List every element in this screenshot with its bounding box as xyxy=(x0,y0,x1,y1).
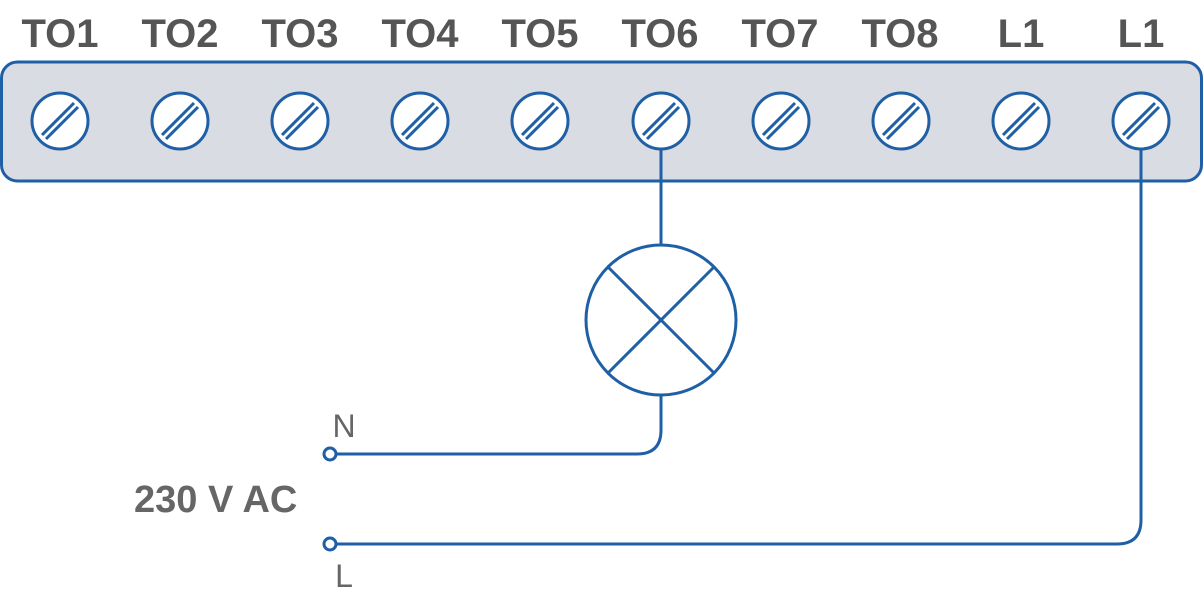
screw-icon xyxy=(991,91,1051,151)
screw-icon xyxy=(30,91,90,151)
neutral-terminal xyxy=(322,446,338,462)
wire-l1-to-live xyxy=(336,149,1143,546)
screw-terminals xyxy=(30,91,1171,151)
live-label: L xyxy=(335,558,353,594)
terminal-labels: TO1 TO2 TO3 TO4 TO5 TO6 TO7 TO8 L1 L1 xyxy=(21,12,1164,56)
screw-icon xyxy=(270,91,330,151)
terminal-label-to5: TO5 xyxy=(501,12,578,56)
terminal-label-l1-a: L1 xyxy=(998,12,1045,56)
screw-icon xyxy=(1111,91,1171,151)
voltage-label: 230 V AC xyxy=(134,479,297,521)
screw-icon xyxy=(751,91,811,151)
terminal-label-to4: TO4 xyxy=(381,12,459,56)
wire-lamp-to-neutral xyxy=(336,396,663,456)
neutral-label: N xyxy=(332,408,355,444)
screw-icon xyxy=(390,91,450,151)
screw-icon xyxy=(510,91,570,151)
screw-icon xyxy=(150,91,210,151)
terminal-label-l1-b: L1 xyxy=(1118,12,1165,56)
terminal-label-to1: TO1 xyxy=(21,12,98,56)
live-terminal xyxy=(322,536,338,552)
terminal-label-to8: TO8 xyxy=(861,12,938,56)
terminal-label-to6: TO6 xyxy=(621,12,698,56)
screw-icon xyxy=(871,91,931,151)
screw-icon xyxy=(631,91,691,151)
lamp-icon xyxy=(584,243,738,397)
terminal-label-to3: TO3 xyxy=(261,12,338,56)
terminal-label-to7: TO7 xyxy=(741,12,818,56)
terminal-label-to2: TO2 xyxy=(141,12,218,56)
